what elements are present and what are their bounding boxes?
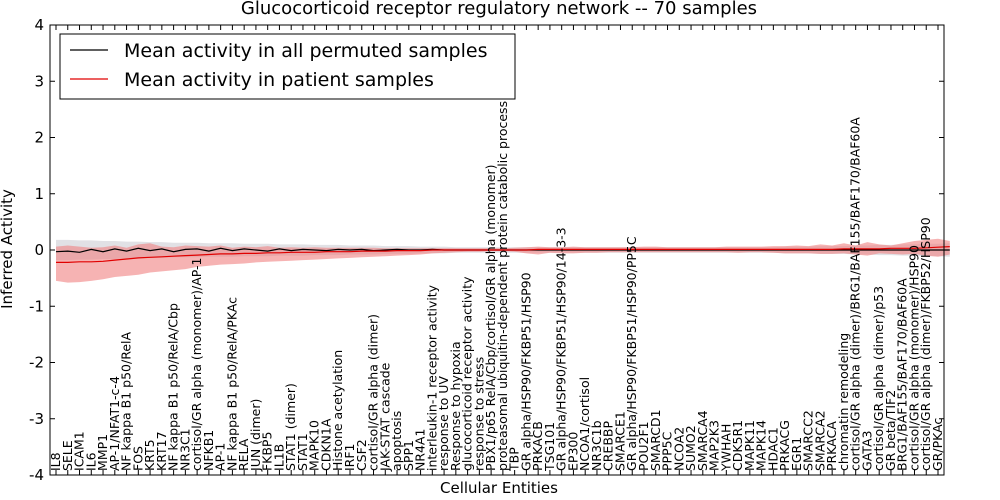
- y-axis-title: Inferred Activity: [0, 189, 16, 309]
- x-tick-label: Histone acetylation: [330, 350, 345, 471]
- x-tick-label: NCOA1/cortisol: [577, 377, 592, 471]
- x-tick-label: STAT1 (dimer): [283, 383, 298, 471]
- x-tick-label: cortisol/GR alpha (monomer)/HSP90: [907, 245, 922, 471]
- x-tick-label: KRT5: [142, 439, 157, 471]
- x-tick-label: SMARCA2: [812, 410, 827, 471]
- x-tick-label: FOS: [130, 446, 145, 471]
- x-tick-label: CREBBP: [601, 421, 616, 471]
- x-tick-label: GR/PKAc: [930, 418, 945, 471]
- x-tick-label: GR beta/TIF2: [883, 390, 898, 471]
- x-tick-label: JAK-STAT cascade: [377, 362, 392, 472]
- legend-box: [59, 33, 516, 100]
- x-tick-label: TBP: [507, 447, 522, 472]
- y-tick-label: -1: [29, 297, 44, 315]
- x-tick-label: BRG1/BAF155/BAF170/BAF60A: [895, 278, 910, 471]
- x-tick-label: GR alpha/HSP90/FKBP51/HSP90: [518, 272, 533, 471]
- x-tick-label: glucocorticoid receptor activity: [460, 276, 475, 471]
- x-tick-label: NCOA2: [671, 427, 686, 471]
- x-tick-label: IRF1: [342, 443, 357, 471]
- y-tick-label: 0: [34, 241, 44, 259]
- x-tick-label: IL8: [48, 452, 63, 471]
- x-tick-label: MAPK10: [307, 420, 322, 471]
- x-tick-label: PBX1/p65 RelA/Cbp/cortisol/GR alpha (mon…: [483, 164, 498, 471]
- x-tick-label: IL1B: [271, 444, 286, 471]
- x-tick-label: SMARCA4: [695, 410, 710, 471]
- x-tick-label: proteasomal ubiquitin-dependent protein …: [495, 101, 510, 471]
- y-tick-label: 2: [34, 129, 44, 147]
- y-tick-label: -3: [29, 410, 44, 428]
- x-tick-label: GR alpha/HSP90/FKBP51/HSP90/14-3-3: [554, 227, 569, 471]
- x-tick-label: MAP2K3: [707, 420, 722, 471]
- x-tick-label: Response to hypoxia: [448, 341, 463, 471]
- x-tick-label: FKBP5: [260, 432, 275, 471]
- x-tick-label: MAPK14: [754, 420, 769, 471]
- x-tick-label: EGR1: [789, 437, 804, 471]
- x-tick-label: response to stress: [471, 357, 486, 471]
- x-tick-label: GATA3: [859, 431, 874, 471]
- x-tick-label: HDAC1: [765, 427, 780, 471]
- x-tick-label: IL6: [83, 452, 98, 471]
- x-tick-label: ICAM1: [72, 431, 87, 471]
- x-tick-label: PPP5C: [660, 431, 675, 471]
- x-tick-label: cortisol/GR alpha (dimer)/p53: [871, 286, 886, 471]
- x-tick-label: RELA: [236, 438, 251, 471]
- x-tick-label: PRKACB: [530, 421, 545, 471]
- x-tick-label: cortisol/GR alpha (dimer)/FKBP52/HSP90: [918, 217, 933, 471]
- x-tick-label: CSF2: [354, 439, 369, 471]
- y-tick-label: -2: [29, 354, 44, 372]
- x-tick-label: NR4A1: [413, 429, 428, 472]
- plot-area: -4 -3 -2 -1 0 1 2 3 4IL8SELEICAM1IL6MMP1AP-1/NFA…: [29, 16, 950, 484]
- x-tick-label: cortisol/GR alpha (monomer)/AP-1: [189, 257, 204, 471]
- y-tick-label: 1: [34, 185, 44, 203]
- x-tick-label: EP300: [565, 432, 580, 471]
- chart-title: Glucocorticoid receptor regulatory netwo…: [241, 0, 757, 19]
- x-tick-label: PRKACA: [824, 421, 839, 471]
- x-tick-label: POU2F1: [636, 421, 651, 471]
- x-tick-label: KRT17: [154, 431, 169, 471]
- series-line-patient: [56, 246, 950, 263]
- x-tick-label: GR alpha/HSP90/FKBP51/HSP90/PP5C: [624, 236, 639, 471]
- x-tick-label: cortisol/GR alpha (dimer)/BRG1/BAF155/BA…: [848, 117, 863, 471]
- x-tick-label: PRKACG: [777, 420, 792, 471]
- y-tick-label: 4: [34, 16, 44, 34]
- x-axis-title: Cellular Entities: [440, 479, 558, 497]
- x-tick-label: MAPK11: [742, 420, 757, 471]
- x-tick-label: MMP1: [95, 434, 110, 471]
- x-tick-label: NFKB1: [201, 430, 216, 471]
- x-tick-label: AP-1/NFAT1-c-4: [107, 376, 122, 471]
- x-tick-label: response to UV: [436, 376, 451, 471]
- x-tick-label: SMARCD1: [648, 409, 663, 471]
- x-tick-label: NF kappa B1 p50/RelA/PKAc: [224, 297, 239, 471]
- x-tick-label: NF kappa B1 p50/RelA/Cbp: [166, 303, 181, 471]
- x-tick-label: JUN (dimer): [248, 399, 263, 472]
- legend-label-permuted: Mean activity in all permuted samples: [124, 40, 487, 62]
- legend-label-patient: Mean activity in patient samples: [124, 69, 434, 91]
- x-tick-label: SMARCC2: [801, 410, 816, 471]
- legend: Mean activity in all permuted samples Me…: [59, 33, 516, 100]
- x-tick-label: SELE: [60, 440, 75, 471]
- x-tick-label: TSG101: [542, 422, 557, 472]
- x-tick-label: SPP1: [401, 440, 416, 471]
- x-tick-label: NR3C1: [177, 428, 192, 471]
- x-tick-label: apoptosis: [389, 411, 404, 471]
- x-tick-label: SUMO2: [683, 425, 698, 471]
- x-tick-label: NF kappa B1 p50/RelA: [119, 332, 134, 472]
- x-tick-label: STAT1: [295, 433, 310, 471]
- y-tick-label: 3: [34, 72, 44, 90]
- x-tick-label: NR3C1b: [589, 420, 604, 471]
- x-tick-label: CDKN1A: [319, 418, 334, 471]
- y-tick-label: -4: [29, 466, 44, 484]
- x-tick-label: interleukin-1 receptor activity: [424, 284, 439, 471]
- x-tick-label: CDK5R1: [730, 420, 745, 471]
- x-tick-label: SMARCE1: [613, 411, 628, 471]
- x-tick-label: YWHAH: [718, 424, 733, 472]
- x-tick-label: chromatin remodeling: [836, 333, 851, 471]
- x-tick-label: AP-1: [213, 443, 228, 471]
- x-tick-label: cortisol/GR alpha (dimer): [366, 314, 381, 471]
